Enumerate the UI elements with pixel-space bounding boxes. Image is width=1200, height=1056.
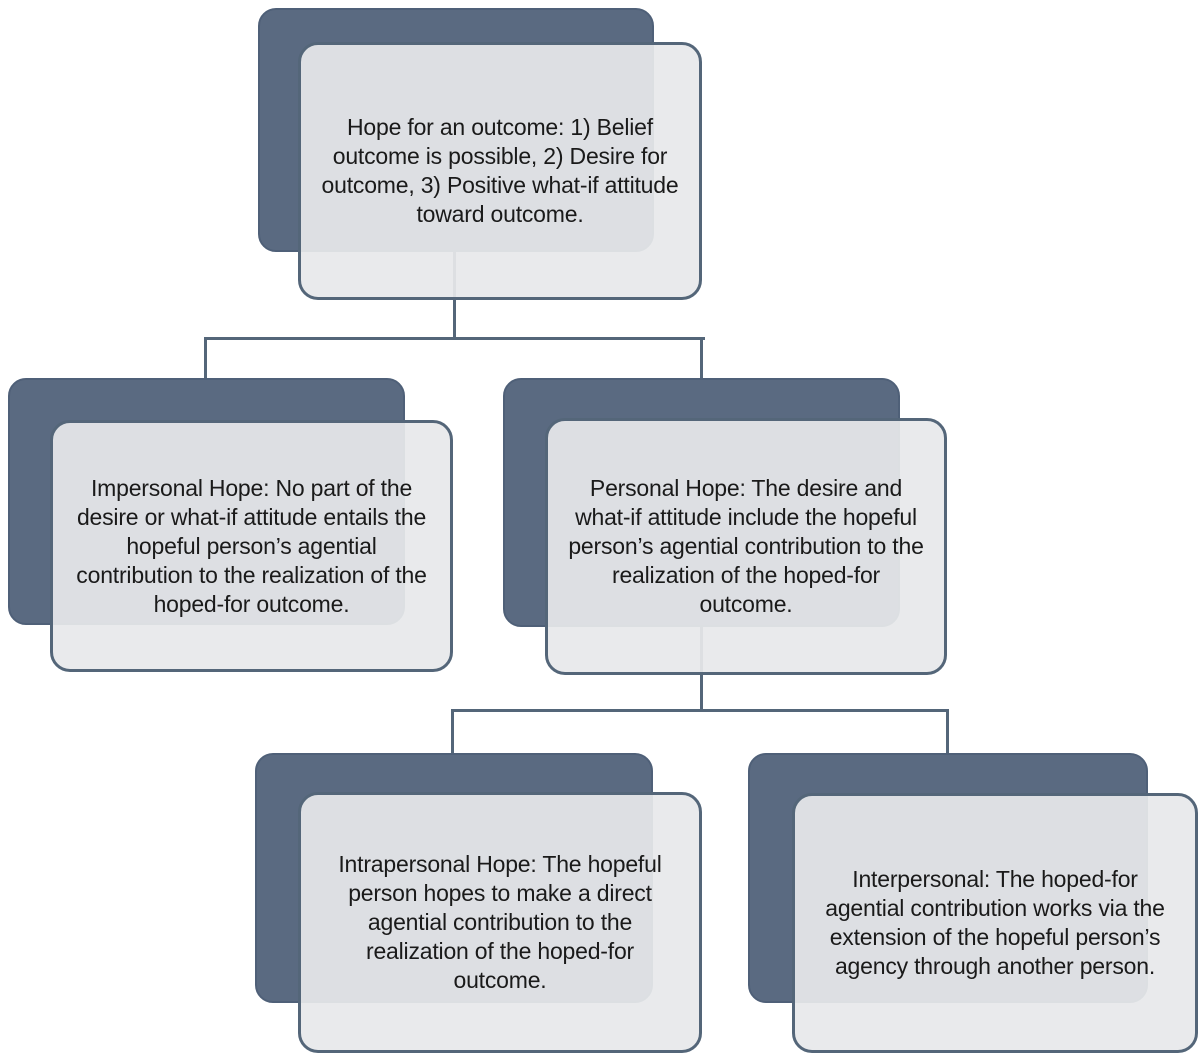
connector-drop-to-intrapersonal [451, 709, 454, 755]
connector-drop-to-interpersonal [946, 709, 949, 755]
node-impersonal: Impersonal Hope: No part of the desire o… [50, 420, 453, 672]
node-personal: Personal Hope: The desire and what-if at… [545, 418, 947, 675]
node-hope: Hope for an outcome: 1) Belief outcome i… [298, 42, 702, 300]
node-impersonal-text: Impersonal Hope: No part of the desire o… [76, 474, 427, 617]
node-personal-text: Personal Hope: The desire and what-if at… [568, 475, 924, 617]
node-interpersonal: Interpersonal: The hoped-for agential co… [792, 793, 1198, 1053]
connector-drop-to-personal [700, 337, 703, 381]
connector-root-horizontal-bar [204, 337, 705, 340]
connector-personal-horizontal-bar [451, 709, 949, 712]
connector-drop-to-impersonal [204, 337, 207, 381]
node-intrapersonal: Intrapersonal Hope: The hopeful person h… [298, 792, 702, 1053]
node-hope-text: Hope for an outcome: 1) Belief outcome i… [321, 114, 679, 227]
node-interpersonal-text: Interpersonal: The hoped-for agential co… [825, 866, 1165, 979]
node-intrapersonal-text: Intrapersonal Hope: The hopeful person h… [338, 851, 662, 993]
